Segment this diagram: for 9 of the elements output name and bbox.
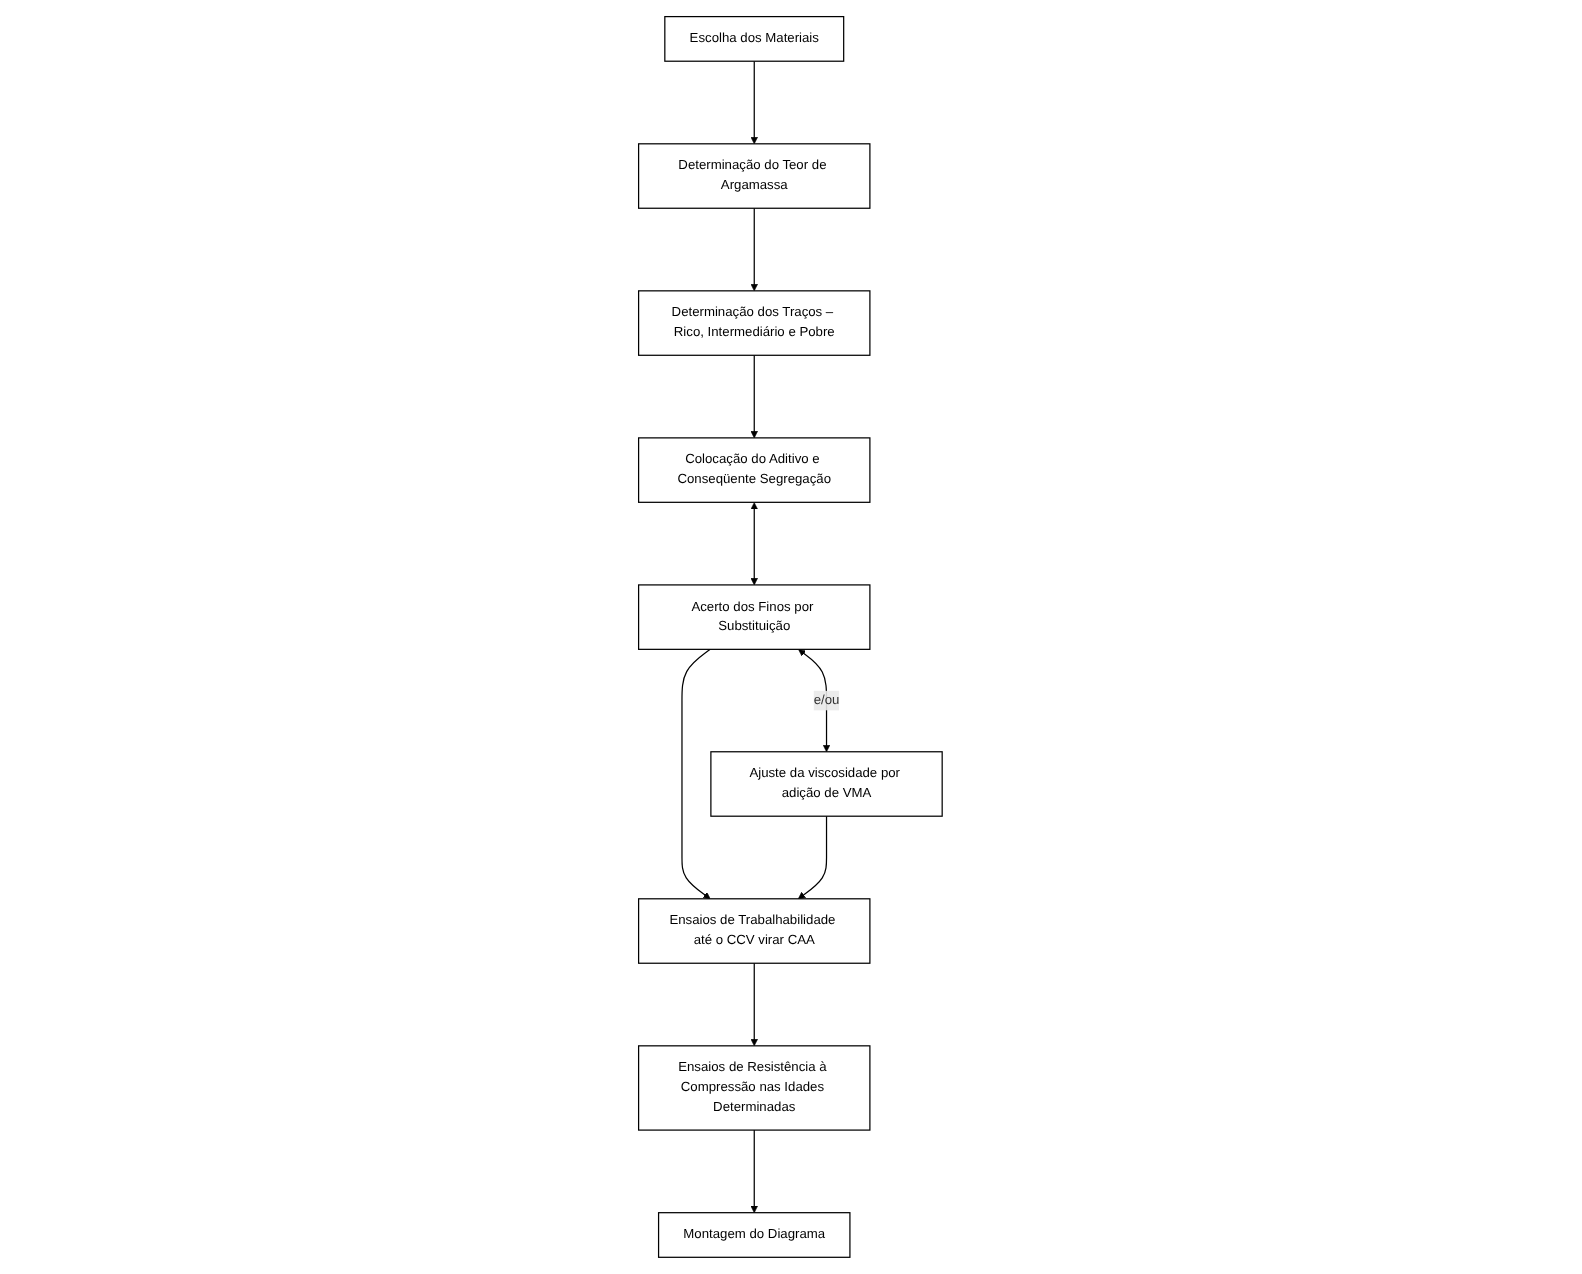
arrow bbox=[751, 60, 759, 145]
arrow bbox=[751, 502, 759, 586]
arrow bbox=[751, 354, 759, 439]
arrow bbox=[798, 815, 828, 900]
arrow bbox=[751, 962, 759, 1047]
arrow bbox=[751, 207, 759, 292]
arrow bbox=[681, 648, 712, 900]
arrow bbox=[751, 1129, 759, 1214]
arrow bbox=[798, 649, 831, 753]
